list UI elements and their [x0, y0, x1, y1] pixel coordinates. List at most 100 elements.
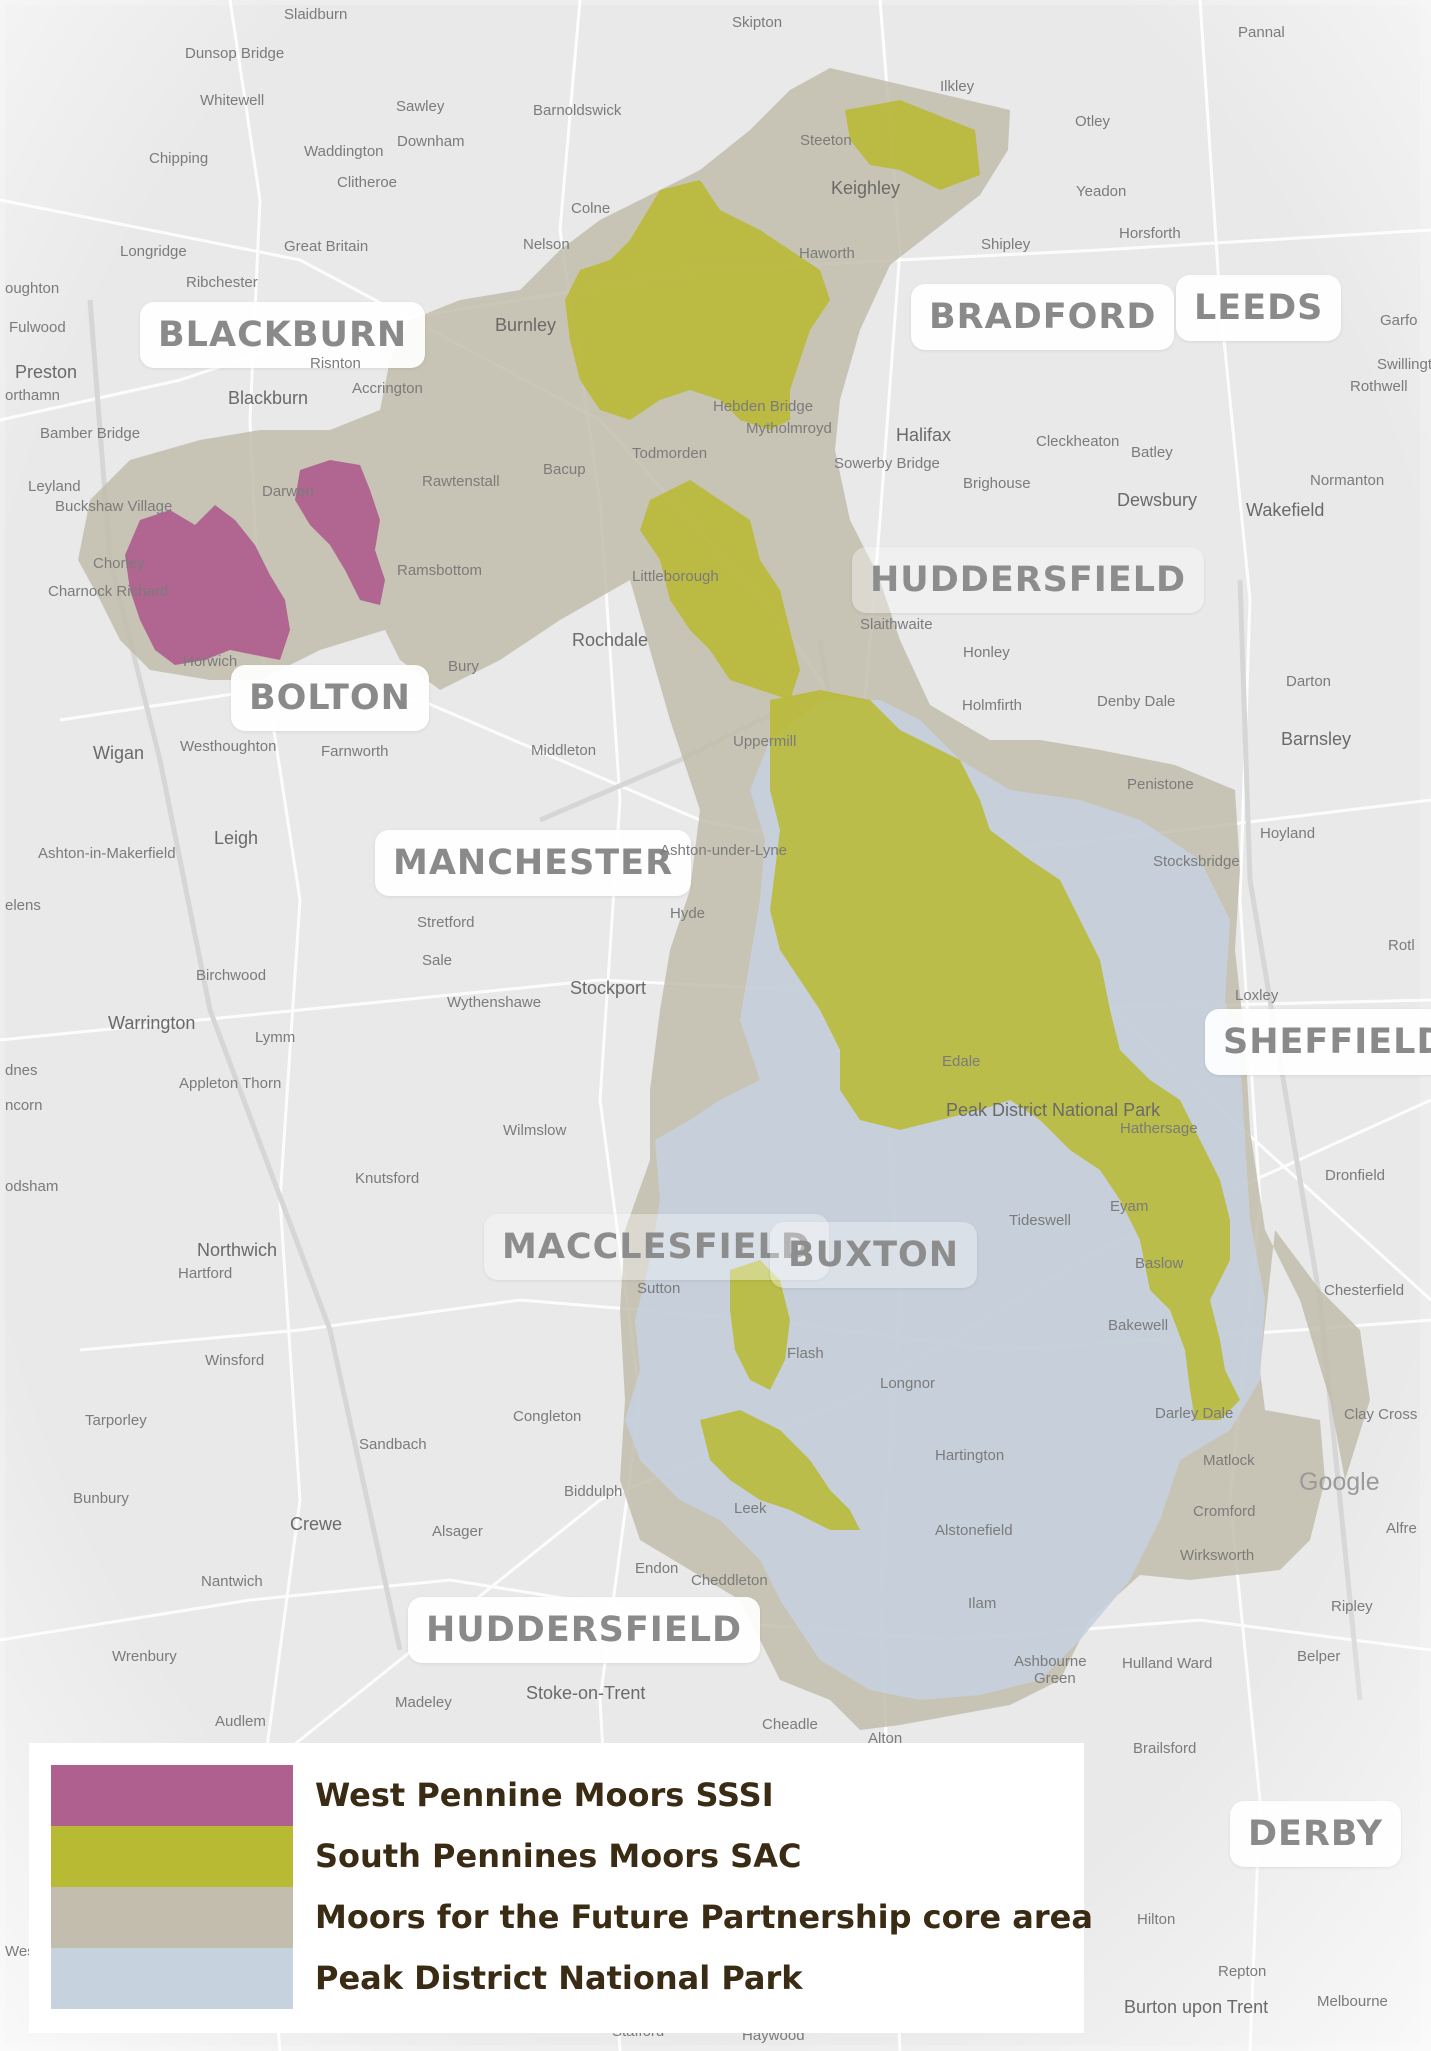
town-label: Bamber Bridge	[40, 425, 141, 442]
town-label: Hathersage	[1120, 1120, 1198, 1137]
legend-label: Peak District National Park	[315, 1959, 803, 1997]
city-label-bolton: BOLTON	[231, 665, 429, 731]
town-label: Brailsford	[1133, 1740, 1197, 1757]
town-label: Horsforth	[1119, 225, 1181, 242]
town-label: Alton	[868, 1730, 903, 1747]
town-label: Wigan	[93, 743, 145, 763]
town-label: Blackburn	[228, 388, 309, 408]
town-label: Ashton-in-Makerfield	[38, 845, 176, 862]
town-label: Hyde	[670, 905, 706, 922]
town-label: Rotl	[1388, 937, 1415, 954]
google-watermark: Google	[1299, 1468, 1380, 1496]
town-label: Warrington	[108, 1013, 196, 1033]
city-label-leeds: LEEDS	[1176, 275, 1342, 341]
town-label: odsham	[5, 1178, 59, 1195]
town-label: Chipping	[149, 150, 209, 167]
town-label: Rawtenstall	[422, 473, 500, 490]
town-label: Winsford	[205, 1352, 265, 1369]
town-label: Barnoldswick	[533, 102, 622, 119]
town-label: Wrenbury	[112, 1648, 177, 1665]
legend-label: South Pennines Moors SAC	[315, 1837, 802, 1875]
town-label: Middleton	[531, 742, 597, 759]
town-label: elens	[5, 897, 41, 914]
town-label: Chesterfield	[1324, 1282, 1405, 1299]
town-label: Ilkley	[940, 78, 975, 95]
town-label: Otley	[1075, 113, 1111, 130]
town-label: Shipley	[981, 236, 1031, 253]
town-label: Alsager	[432, 1523, 483, 1540]
legend-swatch	[51, 1887, 293, 1948]
town-label: Cheadle	[762, 1716, 818, 1733]
town-label: Fulwood	[9, 319, 66, 336]
town-label: Longridge	[120, 243, 187, 260]
town-label: Horwich	[183, 653, 238, 670]
town-label: dnes	[5, 1062, 38, 1079]
town-label: Charnock Richard	[48, 583, 169, 600]
town-label: Keighley	[831, 178, 901, 198]
town-label: Edale	[942, 1053, 981, 1070]
town-label: Honley	[963, 644, 1010, 661]
town-label: Loxley	[1235, 987, 1279, 1004]
city-label-blackburn: BLACKBURN	[140, 302, 426, 368]
town-label: Ashbourne	[1014, 1653, 1087, 1670]
legend-item-west-pennine: West Pennine Moors SSSI	[51, 1765, 1061, 1826]
town-label: Wes	[5, 1943, 35, 1960]
town-label: Green	[1034, 1670, 1076, 1687]
town-label: Todmorden	[632, 445, 708, 462]
town-label: Darley Dale	[1155, 1405, 1234, 1422]
town-label: Belper	[1297, 1648, 1341, 1665]
town-label: orthamn	[5, 387, 61, 404]
town-label: Littleborough	[632, 568, 719, 585]
town-label: Nelson	[523, 236, 570, 253]
town-label: Hilton	[1137, 1911, 1176, 1928]
town-label: Hulland Ward	[1122, 1655, 1213, 1672]
town-label: oughton	[5, 280, 60, 297]
town-label: Hoyland	[1260, 825, 1316, 842]
town-label: Repton	[1218, 1963, 1267, 1980]
town-label: Uppermill	[733, 733, 797, 750]
town-label: Brighouse	[963, 475, 1031, 492]
town-label: Tideswell	[1009, 1212, 1071, 1229]
town-label: Madeley	[395, 1694, 452, 1711]
town-label: Congleton	[513, 1408, 582, 1425]
town-label: Risnton	[310, 355, 361, 372]
town-label: Rothwell	[1350, 378, 1408, 395]
town-label: Chorley	[93, 555, 145, 572]
town-label: Hartford	[178, 1265, 233, 1282]
city-label-macclesfield: MACCLESFIELD	[484, 1214, 829, 1280]
town-label: Sutton	[637, 1280, 681, 1297]
town-label: Burnley	[495, 315, 557, 335]
city-label-derby: DERBY	[1230, 1801, 1402, 1867]
town-label: Colne	[571, 200, 611, 217]
town-label: Whitewell	[200, 92, 265, 109]
town-label: Buckshaw Village	[55, 498, 173, 515]
town-label: Darton	[1286, 673, 1332, 690]
town-label: Nantwich	[201, 1573, 263, 1590]
town-label: Bacup	[543, 461, 586, 478]
town-label: Peak District National Park	[946, 1100, 1161, 1120]
town-label: ncorn	[5, 1097, 43, 1114]
town-label: Slaithwaite	[860, 616, 933, 633]
town-label: Stretford	[417, 914, 475, 931]
town-label: Longnor	[880, 1375, 936, 1392]
town-label: Slaidburn	[284, 6, 348, 23]
town-label: Stockport	[570, 978, 647, 998]
town-label: Eyam	[1110, 1198, 1149, 1215]
town-label: Hartington	[935, 1447, 1005, 1464]
town-label: Endon	[635, 1560, 679, 1577]
city-label-huddersfield-north: HUDDERSFIELD	[852, 547, 1205, 613]
legend-swatch	[51, 1765, 293, 1826]
town-label: Matlock	[1203, 1452, 1255, 1469]
town-label: Melbourne	[1317, 1993, 1388, 2010]
town-label: Holmfirth	[962, 697, 1023, 714]
town-label: Alfre	[1386, 1520, 1417, 1537]
town-label: Bunbury	[73, 1490, 129, 1507]
city-label-sheffield: SHEFFIELD	[1205, 1009, 1431, 1075]
town-label: Wilmslow	[503, 1122, 567, 1139]
town-label: Halifax	[896, 425, 952, 445]
town-label: Bakewell	[1108, 1317, 1169, 1334]
town-label: Alstonefield	[935, 1522, 1013, 1539]
town-label: Dronfield	[1325, 1167, 1386, 1184]
legend-label: Moors for the Future Partnership core ar…	[315, 1898, 1093, 1936]
